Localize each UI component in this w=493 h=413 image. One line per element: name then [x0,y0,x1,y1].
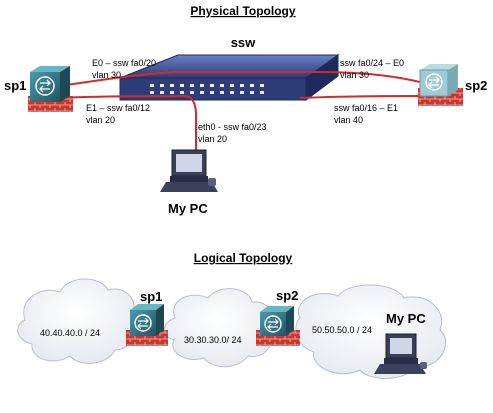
logical-pc-icon [374,333,427,374]
e0-left-vlan: vlan 30 [92,70,121,80]
pc-link [59,94,197,158]
e0-right-vlan: vlan 30 [340,70,369,80]
eth0-vlan: vlan 20 [198,134,227,144]
physical-topology-title: Physical Topology [190,4,295,18]
switch-label: ssw [231,35,256,50]
logical-sp1-label: sp1 [140,289,162,304]
sp1-firewall-icon [28,66,73,112]
net2-label: 30.30.30.0/ 24 [184,335,242,345]
net1-label: 40.40.40.0 / 24 [40,328,100,338]
pc-label: My PC [168,201,208,216]
eth0-label: eth0 - ssw fa0/23 [198,122,267,132]
e1-left-label: E1 – ssw fa0/12 [86,103,150,113]
cloud-net1 [17,278,137,364]
net3-label: 50.50.50.0 / 24 [312,325,372,335]
sp2-label: sp2 [465,78,487,93]
e1-right-vlan: vlan 40 [334,115,363,125]
e0-left-label: E0 – ssw fa0/20 [92,58,156,68]
logical-pc-label: My PC [386,311,426,326]
cloud-net2 [163,288,273,368]
e1-left-vlan: vlan 20 [86,115,115,125]
physical-links [59,71,421,158]
sp2-firewall-icon [418,64,463,106]
logical-sp1-firewall-icon [126,304,168,346]
vlan40-link [299,95,421,99]
pc-icon [160,149,218,192]
sp1-label: sp1 [4,78,26,93]
logical-sp2-firewall-icon [256,306,300,346]
logical-sp2-label: sp2 [276,288,298,303]
e0-right-label: ssw fa0/24 – E0 [340,58,404,68]
logical-topology-title: Logical Topology [194,251,293,265]
e1-right-label: ssw fa0/16 – E1 [334,103,398,113]
vlan30-link [59,71,421,87]
